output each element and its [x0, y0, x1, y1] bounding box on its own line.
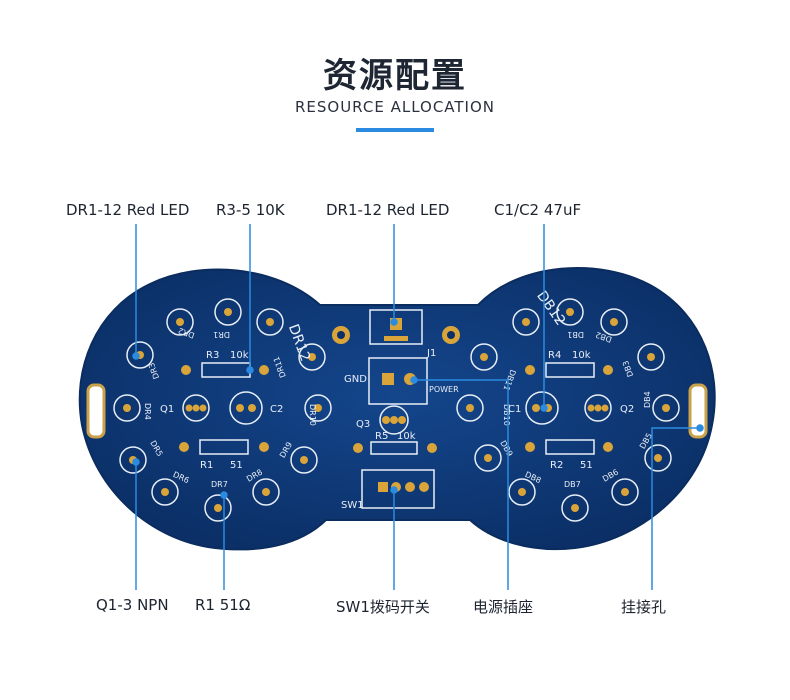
silk-dr1: DR1 — [213, 330, 230, 339]
silk-c2: C2 — [270, 404, 283, 415]
callout-power: 电源插座 — [473, 598, 534, 616]
silk-r3-val: 10k — [230, 350, 249, 361]
silk-power: POWER — [429, 385, 459, 394]
callout-capacitors: C1/C2 47uF — [494, 201, 582, 219]
callout-resistors: R3-5 10K — [216, 201, 285, 219]
silk-r5: R5 — [375, 431, 388, 442]
page-title: 资源配置 — [323, 56, 467, 96]
silk-gnd: GND — [344, 374, 367, 385]
callout-hole: 挂接孔 — [621, 598, 667, 616]
silk-db7: DB7 — [564, 480, 581, 489]
silk-db10: DB10 — [502, 404, 511, 426]
callout-leds-left: DR1-12 Red LED — [66, 201, 190, 219]
hang-hole-left — [86, 383, 106, 439]
hang-hole-right — [688, 383, 708, 439]
silk-dr7: DR7 — [211, 480, 228, 489]
silk-q3: Q3 — [356, 419, 370, 430]
led-footprints — [113, 298, 680, 522]
resistor-footprints — [179, 362, 613, 455]
silk-r2-val: 51 — [580, 460, 593, 471]
silk-dr10: DR10 — [308, 404, 317, 426]
silk-sw1: SW1 — [341, 500, 364, 511]
silk-db4: DB4 — [643, 391, 652, 408]
leader-lines — [132, 224, 704, 590]
page-subtitle: RESOURCE ALLOCATION — [294, 98, 496, 116]
silk-q1: Q1 — [160, 404, 174, 415]
silk-r4-val: 10k — [572, 350, 591, 361]
callout-switch: SW1拨码开关 — [336, 598, 430, 616]
silk-q2: Q2 — [620, 404, 634, 415]
silk-db1: DB1 — [567, 330, 584, 339]
silk-c1: C1 — [508, 404, 521, 415]
callout-leds-center: DR1-12 Red LED — [326, 201, 450, 219]
silk-r2: R2 — [550, 460, 563, 471]
callout-transistors: Q1-3 NPN — [96, 596, 169, 614]
callout-r1: R1 51Ω — [195, 596, 251, 614]
silk-j1: J1 — [426, 348, 436, 359]
caps-transistors — [182, 391, 612, 425]
pcb-board — [78, 266, 716, 551]
led-pads — [123, 308, 670, 512]
silk-dr4: DR4 — [143, 403, 152, 420]
silk-r4: R4 — [548, 350, 561, 361]
silk-r3: R3 — [206, 350, 219, 361]
silk-r1: R1 — [200, 460, 213, 471]
silk-r5-val: 10k — [397, 431, 416, 442]
title-underline — [356, 128, 434, 132]
silk-r1-val: 51 — [230, 460, 243, 471]
